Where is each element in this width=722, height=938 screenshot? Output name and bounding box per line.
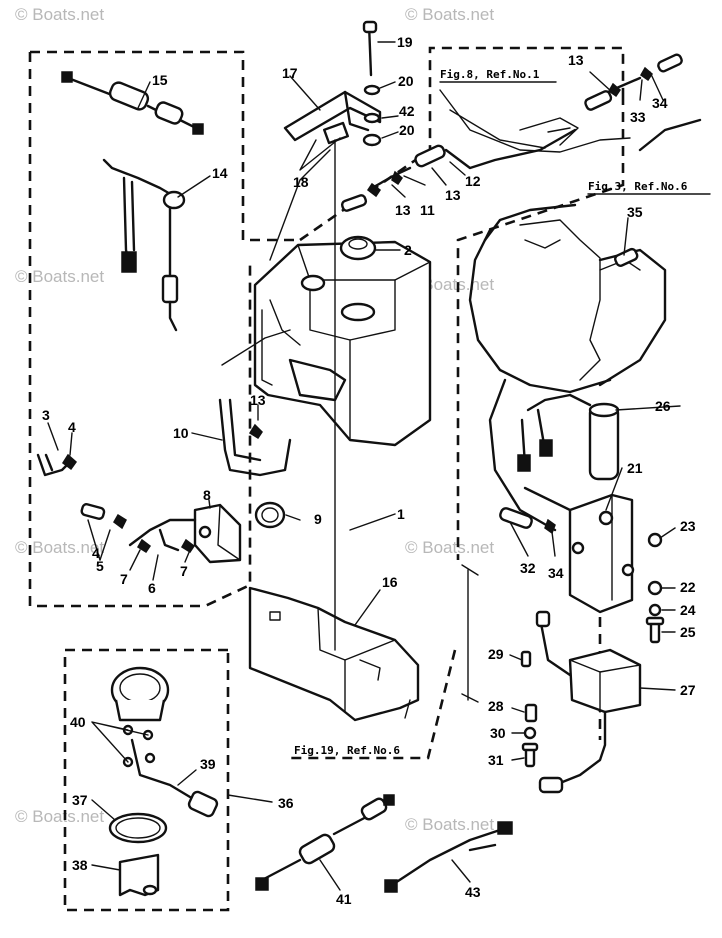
- callout-26: 26: [655, 398, 671, 414]
- callout-1: 1: [397, 506, 405, 522]
- callout-30: 30: [490, 725, 506, 741]
- group-outline-gauge: [63, 648, 230, 912]
- part-22-25-hardware: [645, 532, 665, 644]
- group-outlines: [28, 46, 625, 912]
- callout-24: 24: [680, 602, 696, 618]
- part-14-wiring: [102, 158, 186, 332]
- callout-13: 13: [445, 187, 461, 203]
- callout-2: 2: [404, 242, 412, 258]
- callout-27: 27: [680, 682, 696, 698]
- callout-29: 29: [488, 646, 504, 662]
- callout-7: 7: [180, 563, 188, 579]
- part-41-cable: [255, 794, 395, 891]
- reference-fig3: Fig.3, Ref.No.6: [588, 180, 688, 193]
- callout-20: 20: [399, 122, 415, 138]
- part-2-cap: [339, 235, 377, 261]
- callout-40: 40: [70, 714, 86, 730]
- watermark-text: © Boats.net: [405, 538, 494, 557]
- callout-36: 36: [278, 795, 294, 811]
- part-43-harness: [384, 821, 513, 893]
- watermark-text: © Boats.net: [405, 5, 494, 24]
- callout-41: 41: [336, 891, 352, 907]
- group-outline-tank: [28, 52, 252, 608]
- callout-39: 39: [200, 756, 216, 772]
- callout-25: 25: [680, 624, 696, 640]
- watermark-text: © Boats.net: [405, 815, 494, 834]
- reference-labels: Fig.8, Ref.No.1 Fig.3, Ref.No.6 Fig.19, …: [294, 68, 711, 757]
- callout-13: 13: [250, 392, 266, 408]
- callout-19: 19: [397, 34, 413, 50]
- callout-20: 20: [398, 73, 414, 89]
- part-3-8-pump: [36, 453, 242, 564]
- callout-33: 33: [630, 109, 646, 125]
- hose-loop-right: [468, 228, 612, 532]
- callout-11: 11: [420, 202, 435, 218]
- watermark-text: © Boats.net: [15, 538, 104, 557]
- group-outline-wiring: [30, 50, 300, 242]
- callout-7: 7: [120, 571, 128, 587]
- callout-6: 6: [148, 580, 156, 596]
- part-27-unit: [535, 610, 642, 794]
- part-15-harness: [61, 71, 204, 135]
- callout-23: 23: [680, 518, 696, 534]
- part-37-ring: [108, 812, 168, 897]
- engine-outline-fig3: [483, 118, 702, 387]
- part-17-bracket: [283, 20, 382, 147]
- callout-9: 9: [314, 511, 322, 527]
- callout-22: 22: [680, 579, 696, 595]
- callout-4: 4: [68, 419, 76, 435]
- callout-34: 34: [548, 565, 564, 581]
- callout-42: 42: [399, 103, 415, 119]
- callout-38: 38: [72, 857, 88, 873]
- callout-12: 12: [465, 173, 481, 189]
- part-12-hose: [340, 128, 577, 212]
- part-21-bracket: [523, 486, 635, 614]
- part-26-harness: [517, 393, 620, 481]
- callout-18: 18: [293, 174, 309, 190]
- part-36-gauge: [110, 666, 219, 818]
- callout-15: 15: [152, 72, 168, 88]
- callout-21: 21: [627, 460, 643, 476]
- callout-28: 28: [488, 698, 504, 714]
- part-32-hose: [499, 507, 556, 535]
- callout-17: 17: [282, 65, 298, 81]
- callout-8: 8: [203, 487, 211, 503]
- part-9-plug: [218, 398, 292, 529]
- part-28-31-hardware: [520, 650, 539, 768]
- watermark-text: © Boats.net: [15, 267, 104, 286]
- callout-31: 31: [488, 752, 504, 768]
- callout-37: 37: [72, 792, 88, 808]
- callout-35: 35: [627, 204, 643, 220]
- callout-numbers: 1 2 3 4 4 5 6 7 7 8 9 10 11 12 13 13 13 …: [42, 34, 696, 907]
- callout-32: 32: [520, 560, 536, 576]
- part-1-fuel-tank: [221, 240, 432, 447]
- callout-16: 16: [382, 574, 398, 590]
- callout-10: 10: [173, 425, 189, 441]
- callout-43: 43: [465, 884, 481, 900]
- group-outline-right: [456, 95, 625, 560]
- guide-lines: [269, 139, 479, 703]
- callout-4: 4: [92, 545, 100, 561]
- group-outline-bottom: [290, 649, 457, 760]
- watermark-text: © Boats.net: [15, 807, 104, 826]
- callout-13: 13: [395, 202, 411, 218]
- callout-3: 3: [42, 407, 50, 423]
- part-33-hose: [584, 53, 683, 111]
- part-16-plate: [248, 586, 420, 722]
- callout-14: 14: [212, 165, 228, 181]
- reference-fig8: Fig.8, Ref.No.1: [440, 68, 540, 81]
- callout-34: 34: [652, 95, 668, 111]
- engine-outline-fig8: [439, 89, 631, 153]
- reference-fig19: Fig.19, Ref.No.6: [294, 744, 400, 757]
- callout-13: 13: [568, 52, 584, 68]
- callout-5: 5: [96, 558, 104, 574]
- leader-lines: [47, 41, 681, 891]
- watermark-text: © Boats.net: [15, 5, 104, 24]
